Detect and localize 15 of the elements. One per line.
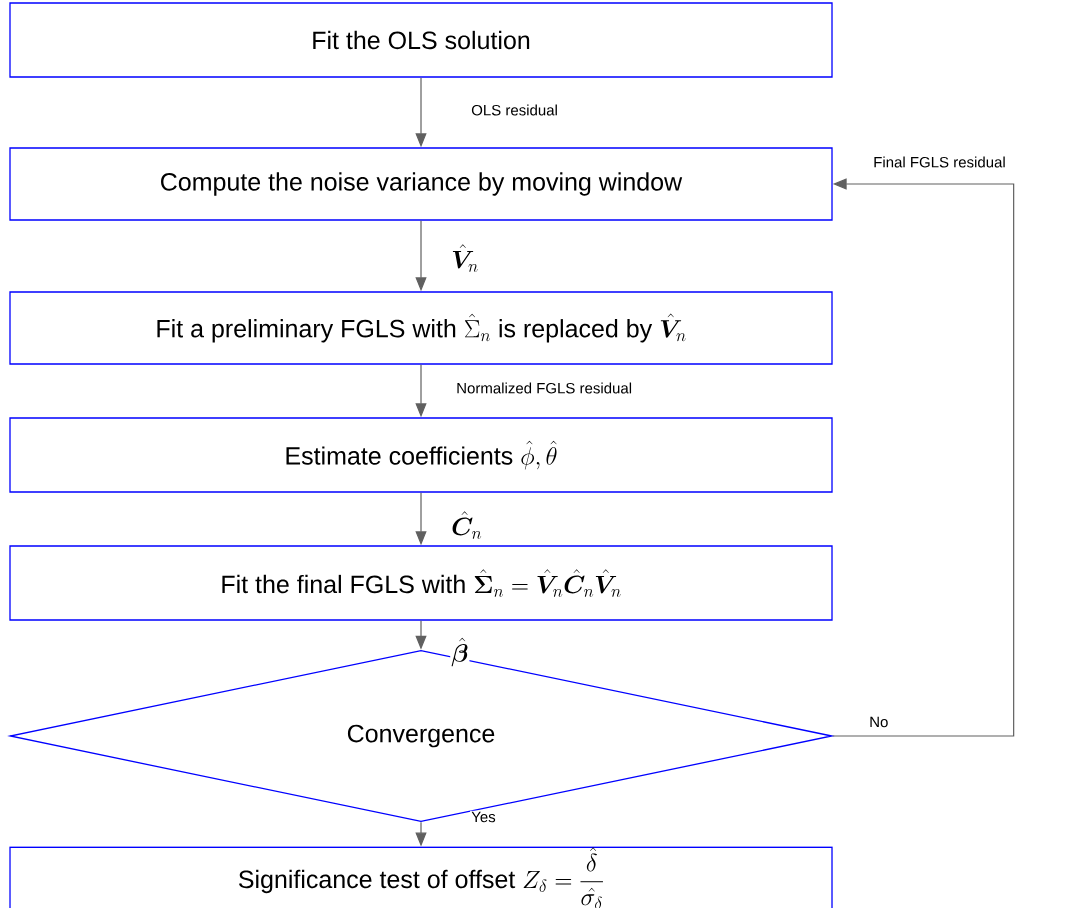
arrow xyxy=(832,178,1015,737)
edge-label: No xyxy=(868,715,890,729)
edge-label: Normalized FGLS residual xyxy=(455,381,634,395)
edge-label: Yes xyxy=(470,810,497,824)
process-box: Compute the noise variance by moving window xyxy=(9,147,833,221)
edge-label: $\hat{\bm{V}}_n$ xyxy=(450,243,480,273)
process-box: Fit the OLS solution xyxy=(9,2,833,78)
text-label: Final FGLS residual xyxy=(874,156,1005,168)
process-box: Significance test of offset $Z_\delta = \frac{\hat{\delta}}{\hat{\sigma_\delta}}$ xyxy=(9,846,833,908)
edge-label: $\hat{\bm{\beta}}$ xyxy=(450,636,470,668)
process-box: Fit a preliminary FGLS with $\hat{\Sigma}_n$ is replaced by $\hat{\bm{V}}_n$ xyxy=(9,291,833,365)
process-box: Estimate coefficients $\hat{\phi}, \hat{\theta}$ xyxy=(9,417,833,493)
edge-label: $\hat{\bm{C}}_n$ xyxy=(450,510,484,540)
edge-label: OLS residual xyxy=(470,103,559,117)
process-box: Fit the final FGLS with $\hat{\bm{\Sigma}}_n = \hat{\bm{V}}_n\hat{\bm{C}}_n\hat{\bm{V}}_n$ xyxy=(9,545,833,621)
